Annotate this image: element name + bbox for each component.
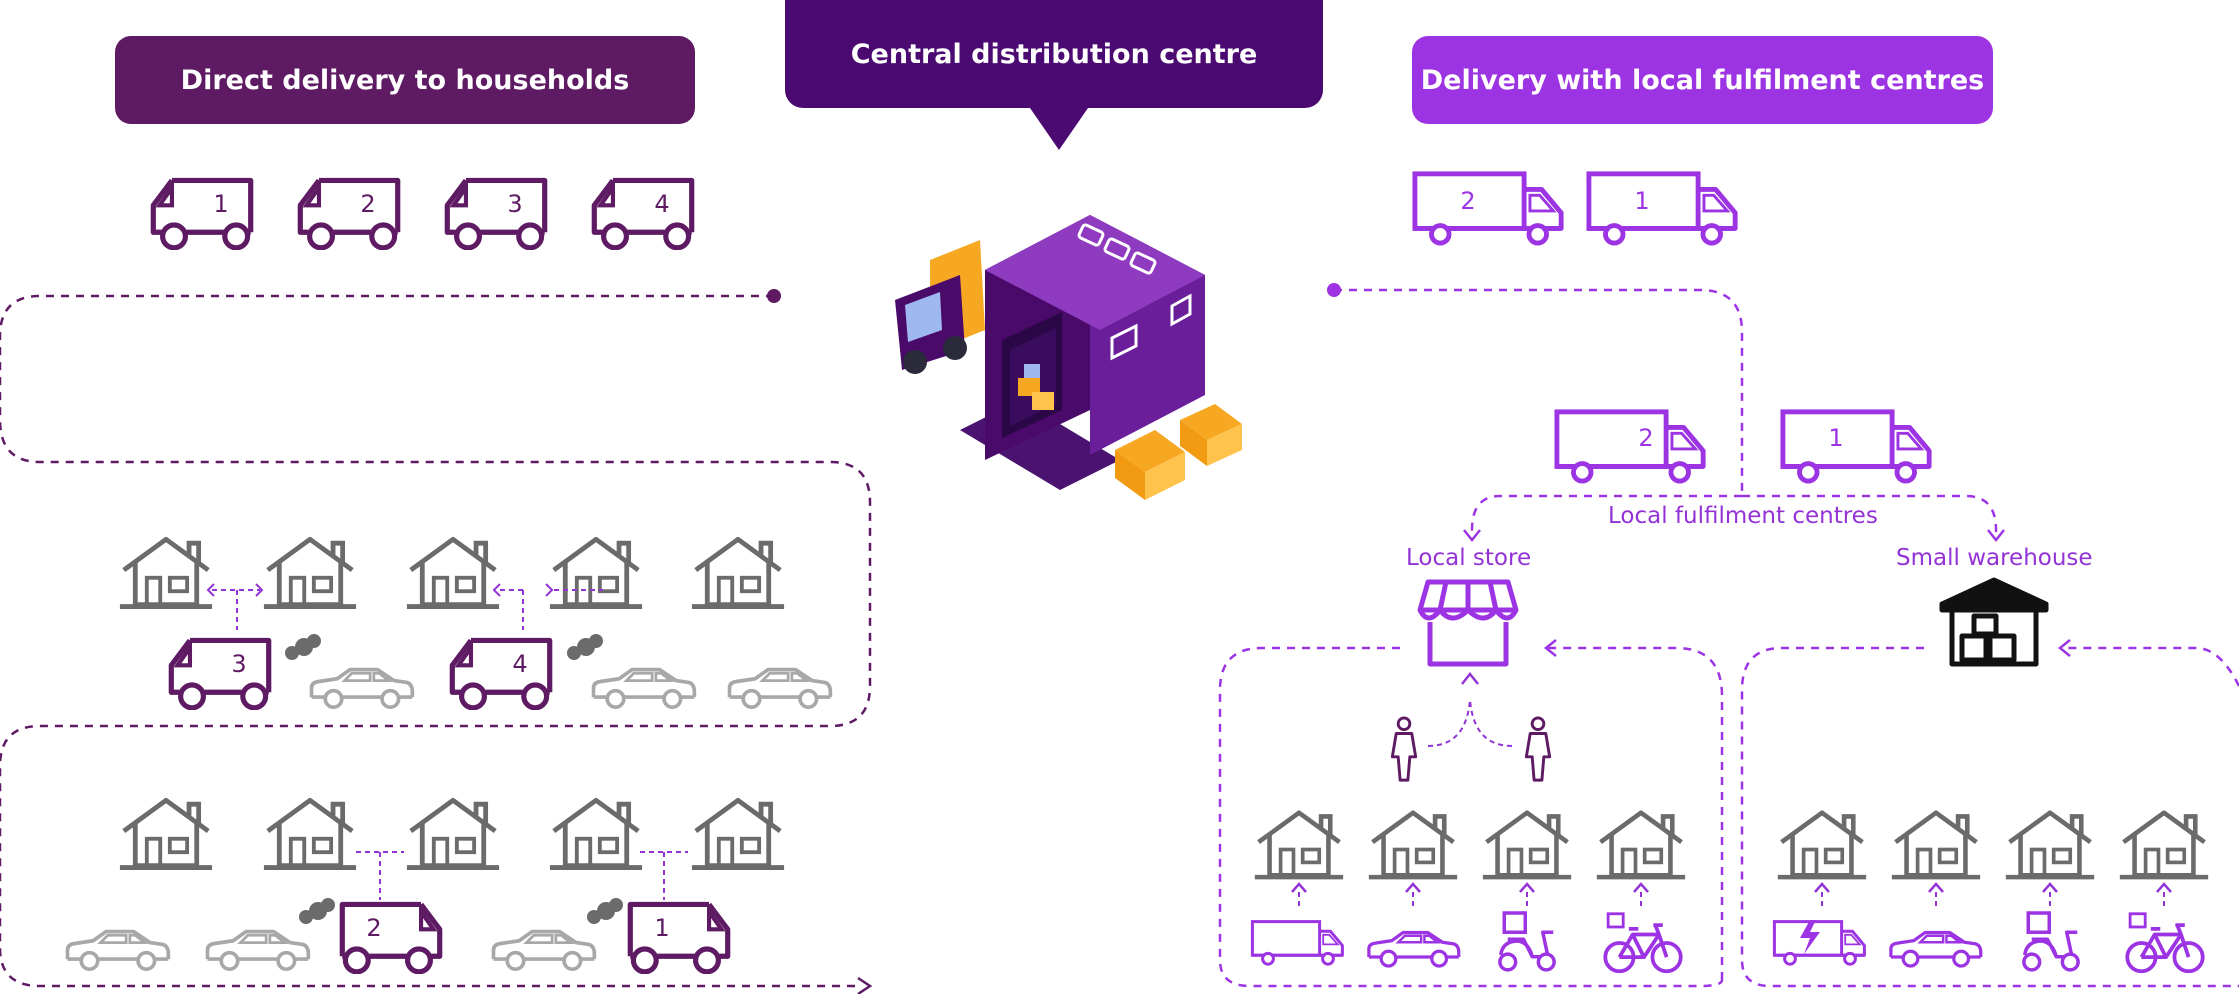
route-van-2: 2: [342, 904, 439, 971]
smoke-icon: [567, 634, 603, 660]
svg-text:4: 4: [654, 190, 669, 218]
store-route-line: [1218, 646, 1724, 988]
local-route-arrowhead: [1463, 529, 2005, 543]
bicycle-icon: [1603, 911, 1683, 974]
central-truck-1: 1: [1589, 174, 1735, 243]
svg-text:2: 2: [1460, 187, 1475, 215]
svg-text:3: 3: [507, 190, 522, 218]
person-icon: [1390, 716, 1418, 782]
store-houses: [1255, 813, 1685, 877]
store-route-arrowhead: [1543, 639, 1557, 657]
svg-text:1: 1: [1828, 424, 1843, 452]
local-truck-1: 1: [1783, 412, 1929, 481]
svg-text:1: 1: [654, 914, 669, 942]
final-mile-arrowheads: [1291, 882, 2172, 893]
car-icon: [65, 929, 171, 972]
row-2-delivery-arrows: [356, 851, 688, 900]
route-van-3: 3: [171, 640, 268, 707]
direct-van-4: 4: [594, 180, 691, 247]
smoke-icon: [285, 634, 321, 660]
pedestrian-arrows: [1427, 699, 1513, 747]
svg-text:2: 2: [360, 190, 375, 218]
svg-text:1: 1: [1634, 187, 1649, 215]
central-truck-2: 2: [1415, 174, 1561, 243]
scooter-icon: [1498, 911, 1556, 972]
car-icon: [727, 667, 833, 710]
label-small-warehouse: Small warehouse: [1896, 545, 2093, 571]
store-icon: [1417, 579, 1519, 667]
direct-route-start-dot: [767, 289, 781, 303]
bicycle-icon: [2125, 911, 2205, 974]
svg-text:4: 4: [512, 650, 527, 678]
svg-text:3: 3: [231, 650, 246, 678]
delivery-truck-icon: [1250, 919, 1345, 967]
label-local-store: Local store: [1406, 545, 1532, 571]
center-callout-pointer: [1030, 108, 1088, 150]
houses-row-1: [120, 539, 784, 606]
label-local-fulfilment-centres: Local fulfilment centres: [1608, 503, 1878, 529]
final-mile-arrows: [1298, 888, 2165, 906]
direct-route-arrowhead: [857, 976, 873, 994]
scooter-icon: [2022, 911, 2080, 972]
houses-row-2: [120, 800, 784, 867]
direct-van-1: 1: [153, 180, 250, 247]
person-icon: [1524, 716, 1552, 782]
direct-route-line: [0, 294, 872, 988]
route-van-1: 1: [630, 904, 727, 971]
car-icon: [591, 667, 697, 710]
route-van-4: 4: [452, 640, 549, 707]
pedestrian-arrowhead: [1461, 671, 1479, 685]
electric-truck-icon: [1772, 919, 1867, 967]
car-icon: [309, 667, 415, 710]
warehouse-route-arrowhead: [2057, 639, 2071, 657]
small-warehouse-icon: [1939, 577, 2049, 667]
header-central-distribution: Central distribution centre: [785, 0, 1323, 108]
car-icon: [1367, 930, 1461, 968]
svg-text:2: 2: [1638, 424, 1653, 452]
direct-van-2: 2: [300, 180, 397, 247]
direct-van-3: 3: [447, 180, 544, 247]
warehouse-houses: [1778, 813, 2208, 877]
car-icon: [205, 929, 311, 972]
header-local-fulfilment: Delivery with local fulfilment centres: [1412, 36, 1993, 124]
smoke-icon: [587, 898, 623, 924]
car-icon: [491, 929, 597, 972]
car-icon: [1889, 930, 1983, 968]
svg-text:1: 1: [213, 190, 228, 218]
row-1-delivery-arrows: [206, 583, 603, 630]
local-truck-2: 2: [1557, 412, 1703, 481]
header-direct-delivery: Direct delivery to households: [115, 36, 695, 124]
svg-text:2: 2: [366, 914, 381, 942]
warehouse-illustration: [895, 215, 1242, 500]
warehouse-route-line: [1740, 646, 2239, 988]
smoke-icon: [299, 898, 335, 924]
local-route-line: [1334, 288, 1998, 534]
